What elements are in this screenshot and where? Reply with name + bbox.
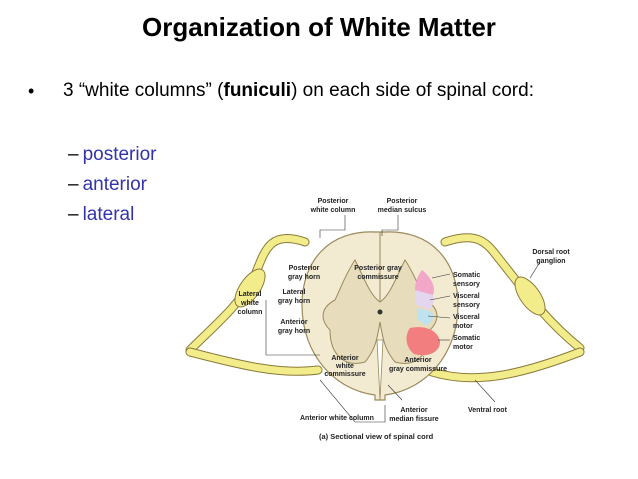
right-dorsal-root-ganglion [514, 276, 546, 316]
left-ventral-root [186, 348, 322, 375]
spinal-cord-section [301, 231, 459, 401]
leader-visceral-sensory [429, 295, 451, 301]
slide-title: Organization of White Matter [142, 12, 496, 42]
subitem-dash: – [68, 204, 79, 225]
leader-visceral-motor [427, 315, 451, 319]
subitem-lateral: –lateral [68, 202, 134, 228]
nerves [185, 233, 585, 383]
label-leaders [265, 215, 541, 423]
central-canal [377, 309, 383, 315]
leader-posterior-white-column [319, 215, 346, 238]
leader-somatic-sensory [431, 273, 451, 279]
visceral-sensory-region [415, 290, 434, 310]
leader-posterior-median-sulcus [381, 215, 399, 236]
somatic-motor-region [406, 327, 440, 356]
subitem-dash: – [68, 144, 79, 165]
subitem-dash: – [68, 174, 79, 195]
left-dorsal-root-ganglion [234, 268, 266, 308]
bullet-marker: • [28, 81, 35, 101]
right-ventral-root [428, 348, 584, 382]
leader-anterior-median-fissure [387, 384, 403, 401]
subitem-label: anterior [82, 174, 147, 195]
bullet-text-pre: 3 “white columns” ( [63, 80, 224, 101]
somatic-sensory-region [415, 270, 434, 295]
right-dorsal-root [441, 234, 584, 352]
label-ventral-root: Ventral root [468, 407, 508, 414]
leader-lateral-white-column [265, 300, 320, 356]
bullet-text: 3 “white columns” (funiculi) on each sid… [63, 78, 603, 104]
visceral-motor-region [417, 308, 434, 325]
subitem-anterior: –anterior [68, 172, 147, 198]
leader-dorsal-root-ganglion [529, 261, 541, 279]
leader-ventral-root [474, 379, 496, 403]
subitem-label: lateral [82, 204, 135, 225]
subitem-label: posterior [82, 144, 157, 165]
anterior-median-fissure [376, 339, 384, 401]
figure-caption: (a) Sectional view of spinal cord [319, 432, 434, 441]
label-anterior-white-column: Anterior white column [300, 415, 374, 422]
subitem-posterior: –posterior [68, 142, 157, 168]
bullet-text-post: ) on each side of spinal cord: [291, 80, 534, 101]
bullet-text-bold: funiculi [223, 80, 292, 101]
leader-anterior-white-column [319, 379, 386, 423]
